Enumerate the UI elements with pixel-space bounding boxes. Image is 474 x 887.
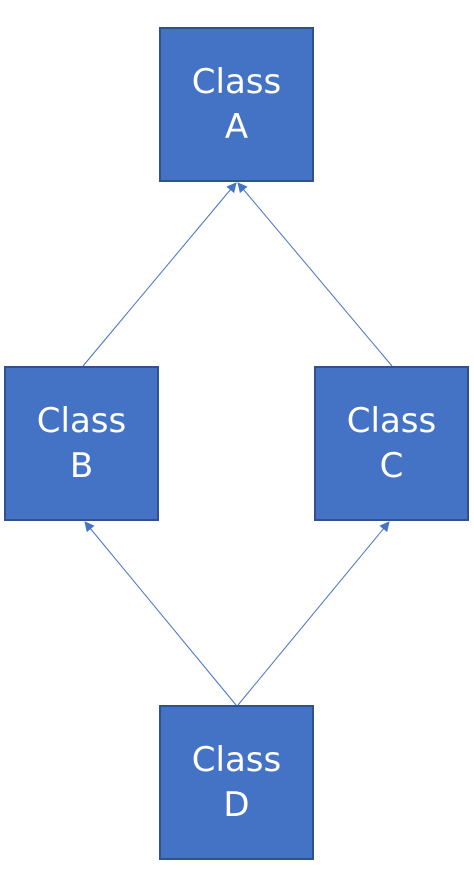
class-d-label-line2: D [223,784,250,825]
class-a-node[interactable]: Class A [159,27,314,182]
class-b-label-line2: B [69,445,94,486]
edge-d-to-c [237,521,390,706]
class-d-node[interactable]: Class D [159,705,314,860]
class-d-label-line1: Class [191,739,282,780]
class-c-label-line2: C [379,445,404,486]
class-c-node[interactable]: Class C [314,366,469,521]
edge-d-to-b [84,521,237,706]
class-a-label-line1: Class [191,61,282,102]
edge-b-to-a [82,182,237,367]
class-b-label-line1: Class [36,400,127,441]
class-c-label-line1: Class [346,400,437,441]
edge-c-to-a [237,182,393,367]
class-a-label-line2: A [224,106,249,147]
class-b-node[interactable]: Class B [4,366,159,521]
